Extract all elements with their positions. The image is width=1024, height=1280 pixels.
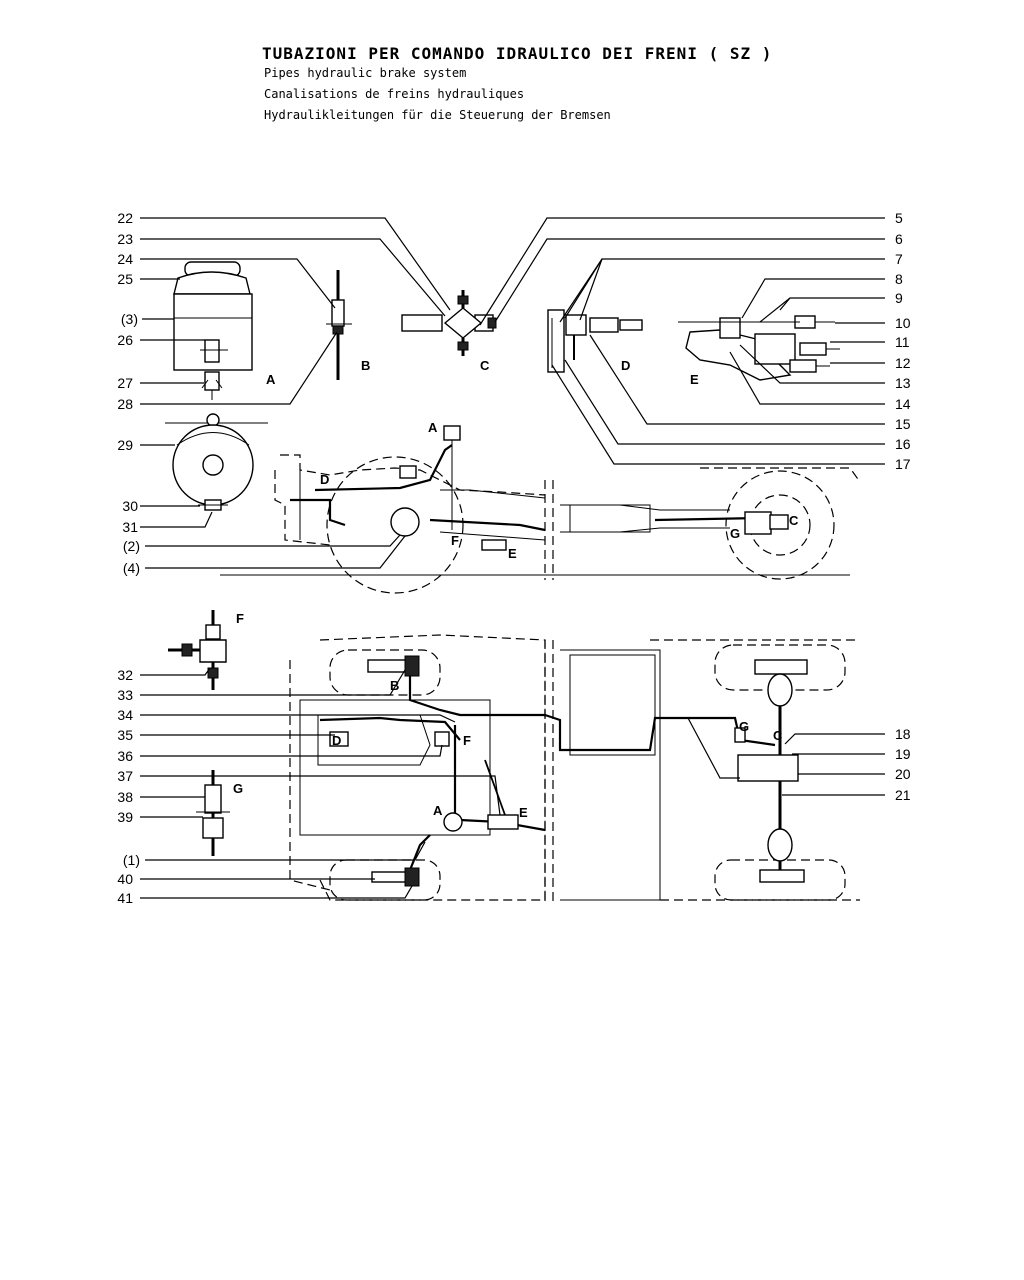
label-21: 21 [895,787,911,803]
side-view-chassis [220,425,861,594]
detail-a-reservoir [173,261,253,400]
detail-d-bracket-union [547,309,643,373]
label-19: 19 [895,746,911,762]
label-35: 35 [117,727,133,743]
label-15: 15 [895,416,911,432]
label-5: 5 [895,210,903,226]
label-9: 9 [895,290,903,306]
label-27: 27 [117,375,133,391]
label-33: 33 [117,687,133,703]
label-23: 23 [117,231,133,247]
letter-d-side: D [320,472,329,487]
letter-d-plan: D [332,733,341,748]
detail-e-master-cylinder [678,315,840,381]
label-3: (3) [121,311,138,327]
label-8: 8 [895,271,903,287]
letter-g-side: G [730,526,740,541]
label-20: 20 [895,766,911,782]
label-31: 31 [122,519,138,535]
label-28: 28 [117,396,133,412]
label-38: 38 [117,789,133,805]
label-7: 7 [895,251,903,267]
part-labels: 22 23 24 25 (3) 26 27 28 29 30 31 (2) (4… [117,210,910,906]
label-34: 34 [117,707,133,723]
label-39: 39 [117,809,133,825]
letter-e-plan: E [519,805,528,820]
plan-view-chassis [289,634,860,905]
detail-g-fitting [196,770,230,856]
label-10: 10 [895,315,911,331]
label-4: (4) [123,560,140,576]
label-6: 6 [895,231,903,247]
letter-g-plan: G [739,719,749,734]
label-17: 17 [895,456,911,472]
letter-f-detail: F [236,611,244,626]
letter-f-side: F [451,533,459,548]
letter-g-detail: G [233,781,243,796]
label-26: 26 [117,332,133,348]
label-36: 36 [117,748,133,764]
label-2: (2) [123,538,140,554]
detail-f-tee [168,610,227,690]
letter-e-detail: E [690,372,699,387]
detail-letters: A B C D E A D F E G C F G B D F A E G C [233,358,799,820]
letter-a-side: A [428,420,438,435]
label-11: 11 [895,334,910,350]
letter-b-plan: B [390,678,399,693]
label-14: 14 [895,396,911,412]
subtitle-en: Pipes hydraulic brake system [264,66,467,80]
subtitle-de: Hydraulikleitungen für die Steuerung der… [264,108,611,122]
letter-b-detail: B [361,358,370,373]
label-25: 25 [117,271,133,287]
label-13: 13 [895,375,911,391]
label-40: 40 [117,871,133,887]
letter-a-plan: A [433,803,443,818]
label-1: (1) [123,852,140,868]
label-41: 41 [117,890,133,906]
label-18: 18 [895,726,911,742]
letter-d-detail: D [621,358,630,373]
leader-lines [140,217,885,899]
diagram-title: TUBAZIONI PER COMANDO IDRAULICO DEI FREN… [262,44,773,63]
letter-c-side: C [789,513,799,528]
label-29: 29 [117,437,133,453]
label-12: 12 [895,355,911,371]
label-24: 24 [117,251,133,267]
letter-a-detail: A [266,372,276,387]
label-16: 16 [895,436,911,452]
detail-b-fitting [326,270,352,380]
letter-c-detail: C [480,358,490,373]
subtitle-fr: Canalisations de freins hydrauliques [264,87,525,101]
letter-e-side: E [508,546,517,561]
label-22: 22 [117,210,133,226]
label-30: 30 [122,498,138,514]
letter-f-plan: F [463,733,471,748]
label-32: 32 [117,667,133,683]
letter-c-plan: C [773,728,783,743]
label-37: 37 [117,768,133,784]
detail-29-drum [165,413,268,511]
